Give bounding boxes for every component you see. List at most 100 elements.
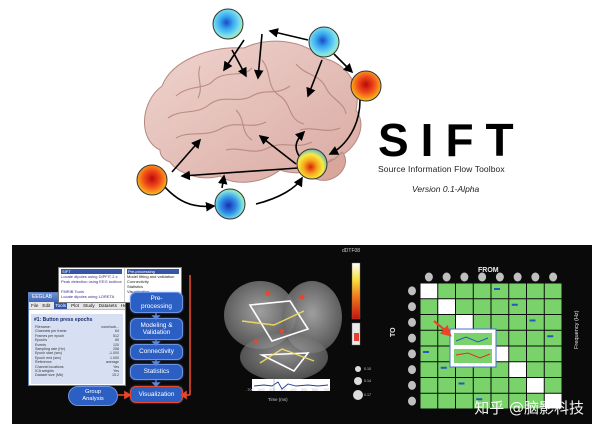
legend-circle-large	[353, 390, 363, 400]
info-value: 15.2	[112, 373, 119, 378]
matrix-cell	[420, 362, 438, 377]
matrix-cell	[544, 330, 562, 346]
matrix-cell-blob	[476, 398, 483, 401]
flow-arrows	[155, 28, 361, 212]
matrix-cell	[420, 378, 438, 393]
menu-item[interactable]: Model fitting and validation	[127, 274, 175, 279]
menu-file[interactable]: File	[31, 303, 39, 308]
menu-item[interactable]: Pre-processing	[127, 269, 179, 274]
info-value: none/sub...	[101, 325, 119, 329]
menu-item[interactable]: SIFT	[61, 269, 122, 274]
info-key: Sampling rate (Hz)	[35, 346, 65, 351]
info-key: Epoch start (sec)	[35, 351, 63, 356]
matrix-cell	[527, 283, 544, 299]
preprocessing-button[interactable]: Pre-processing	[130, 292, 183, 313]
matrix-cell	[527, 362, 544, 377]
matrix-cell	[509, 362, 526, 377]
matrix-cell	[509, 346, 526, 362]
time-tick-label: 700	[323, 388, 330, 392]
matrix-cell	[473, 393, 491, 409]
matrix-cell	[527, 299, 544, 314]
menu-item[interactable]: Locate dipoles using LORETA	[61, 294, 115, 299]
legend-circle-small	[355, 366, 361, 372]
statistics-button[interactable]: Statistics	[130, 364, 183, 380]
info-value: Yes	[113, 368, 119, 373]
matrix-cell	[509, 330, 526, 346]
matrix-cell	[491, 283, 509, 299]
legend-label-1: 0.10	[364, 367, 371, 371]
matrix-cell	[544, 362, 562, 377]
info-value: average	[106, 360, 119, 365]
matrix-cell	[544, 346, 562, 362]
menu-tools[interactable]: Tools	[54, 302, 68, 309]
matrix-cell-blob	[529, 319, 536, 322]
connectivity-matrix	[408, 272, 562, 409]
info-row: Channels per frame 64	[31, 329, 123, 333]
scalp-map-left	[136, 164, 168, 196]
menu-plot[interactable]: Plot	[71, 303, 79, 308]
info-value: 60	[115, 338, 119, 343]
matrix-cell	[456, 378, 473, 393]
sift-title: SIFT	[378, 114, 526, 166]
matrix-cell	[544, 299, 562, 314]
menu-datasets[interactable]: Datasets	[98, 303, 117, 308]
watermark-text: 知乎 @脑影科技	[474, 399, 584, 417]
matrix-cell	[527, 378, 544, 393]
menu-item[interactable]: Peak detection using EEG toolbox	[61, 279, 122, 284]
sift-version: Version 0.1-Alpha	[412, 184, 480, 194]
connectivity-matrix-panel: FROM TO Frequency (Hz) 知乎 @脑影科技	[384, 245, 592, 424]
time-axis-label: Time (ms)	[268, 397, 288, 402]
brain-network-illustration	[136, 8, 382, 220]
scalp-map-top	[212, 8, 244, 40]
time-tick-label: -700	[246, 388, 254, 392]
connectivity-edges	[248, 300, 310, 373]
legend-label-2: 0.14	[364, 379, 371, 383]
info-value: 256	[113, 346, 119, 351]
menu-edit[interactable]: Edit	[42, 303, 51, 308]
matrix-cell	[544, 283, 562, 299]
menu-help[interactable]: Help	[120, 303, 131, 308]
connectivity-button[interactable]: Connectivity	[130, 344, 183, 360]
matrix-cell	[456, 283, 473, 299]
info-key: Frames per epoch	[35, 333, 65, 338]
matrix-cell-blob	[494, 288, 500, 290]
matrix-cell	[420, 346, 438, 362]
matrix-cell	[456, 299, 473, 314]
info-row: Epoch start (sec)-1.000	[31, 351, 123, 355]
info-key: Channels per frame	[35, 329, 67, 334]
info-value: 64	[115, 329, 119, 334]
info-value: Yes	[113, 364, 119, 369]
zoom-arrow	[433, 320, 452, 337]
matrix-cell	[544, 315, 562, 330]
source-head-icon	[478, 272, 487, 282]
menu-item[interactable]: FMRIB Tools	[61, 289, 84, 294]
target-head-icon	[408, 380, 416, 390]
matrix-cell	[527, 346, 544, 362]
time-tick-label: -500	[257, 388, 265, 392]
menu-item[interactable]: Connectivity	[127, 279, 149, 284]
menu-item[interactable]: Locate dipoles using DIPFIT 2.x	[61, 274, 118, 279]
menu-item[interactable]: Statistics	[127, 284, 144, 289]
matrix-cell	[473, 299, 491, 314]
modeling-validation-button[interactable]: Modeling &Validation	[130, 318, 183, 340]
source-head-icon	[495, 272, 504, 282]
time-tick-label: -100	[279, 388, 287, 392]
matrix-cell	[438, 299, 455, 314]
matrix-cell	[438, 315, 455, 330]
menu-item[interactable]: Visualization	[127, 289, 179, 294]
menu-study[interactable]: Study	[82, 303, 95, 308]
time-tick-label: 100	[290, 388, 297, 392]
scalp-map-upper-right	[308, 26, 340, 58]
brain-figure: SIFT Source Information Flow Toolbox Ver…	[136, 8, 526, 220]
visualization-button[interactable]: Visualization	[130, 386, 183, 403]
